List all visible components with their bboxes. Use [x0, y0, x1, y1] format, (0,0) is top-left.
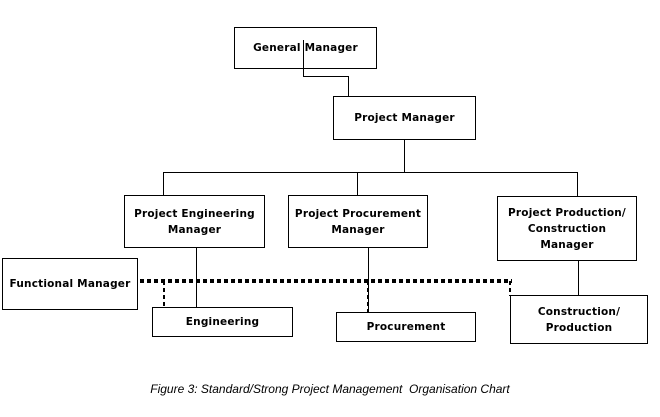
node-engineering-line-0: Engineering	[185, 316, 260, 328]
node-general-manager[interactable]: General Manager	[234, 27, 377, 69]
node-construction-production-line-0: Construction/	[537, 305, 621, 318]
dashed-drop-procurement	[367, 281, 369, 313]
node-project-production-construction-manager-line-0: Project Production/	[508, 206, 626, 219]
node-project-production-construction-manager[interactable]: Project Production/ Construction Manager	[497, 196, 637, 261]
dashed-drop-construction	[509, 281, 511, 296]
node-project-manager-line-0: Project Manager	[354, 112, 455, 124]
dashed-drop-engineering	[163, 281, 165, 308]
node-project-manager[interactable]: Project Manager	[333, 96, 476, 140]
node-project-engineering-manager-line-0: Project Engineering	[134, 207, 255, 220]
node-project-production-construction-manager-line-2: Manager	[540, 238, 594, 251]
connector-production-manager-to-construction	[578, 261, 579, 295]
node-project-engineering-manager[interactable]: Project Engineering Manager	[124, 195, 265, 248]
functional-authority-line	[140, 279, 512, 283]
node-project-procurement-manager-line-0: Project Procurement	[294, 207, 422, 220]
node-functional-manager-line-0: Functional Manager	[9, 278, 131, 290]
node-general-manager-line-0: General Manager	[253, 42, 358, 54]
connector-bus-to-project-engineering-manager	[163, 172, 164, 195]
connector-bus-to-project-procurement-manager	[357, 172, 358, 195]
node-project-production-construction-manager-line-1: Construction	[527, 222, 607, 235]
connector-engineering-manager-to-engineering	[196, 248, 197, 307]
node-functional-manager[interactable]: Functional Manager	[2, 258, 138, 310]
connector-general-manager-elbow	[303, 76, 349, 77]
figure-caption: Figure 3: Standard/Strong Project Manage…	[150, 382, 510, 396]
node-procurement[interactable]: Procurement	[336, 312, 476, 342]
connector-general-manager-to-project-manager	[348, 76, 349, 96]
connector-horizontal-bus	[163, 172, 578, 173]
node-project-procurement-manager-line-1: Manager	[331, 223, 385, 236]
node-engineering[interactable]: Engineering	[152, 307, 293, 337]
connector-project-manager-to-bus	[404, 140, 405, 172]
connector-bus-to-project-production-manager	[577, 172, 578, 196]
node-project-procurement-manager[interactable]: Project Procurement Manager	[288, 195, 428, 248]
node-construction-production-line-1: Production	[545, 321, 613, 334]
connector-general-manager-stub	[303, 40, 304, 76]
node-construction-production[interactable]: Construction/ Production	[510, 295, 648, 344]
node-project-engineering-manager-line-1: Manager	[167, 223, 222, 236]
node-procurement-line-0: Procurement	[366, 321, 446, 333]
